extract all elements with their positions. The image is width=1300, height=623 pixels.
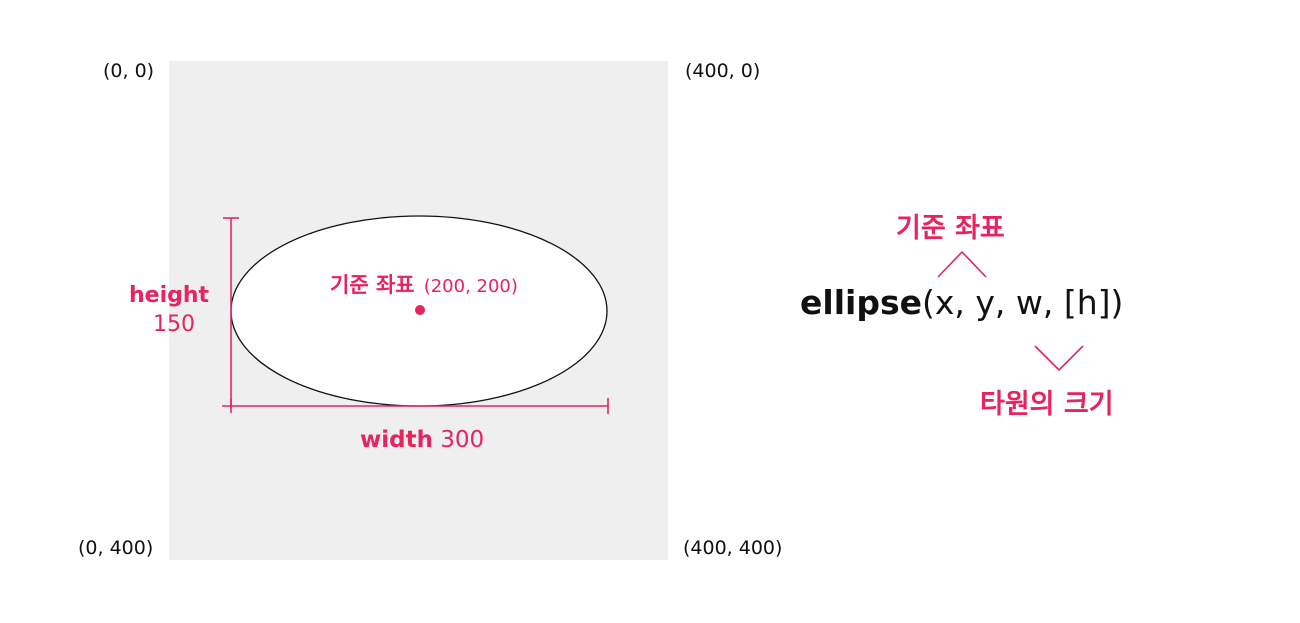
width-dimension-line [222,398,609,414]
function-args: (x, y, w, [h]) [921,283,1124,322]
chevron-down-icon [1034,345,1084,372]
corner-label-top-left: (0, 0) [103,60,155,82]
width-word: width [360,427,433,453]
reference-coordinate-note: 기준 좌표 [896,213,1005,244]
width-label: width 300 [360,427,484,453]
height-value: 150 [153,312,195,337]
height-label: height [129,283,210,308]
center-coords: (200, 200) [423,276,518,297]
corner-label-bottom-right: (400, 400) [683,537,783,559]
center-label: 기준 좌표 (200, 200) [330,269,518,299]
ellipse-size-note: 타원의 크기 [980,389,1114,420]
function-name: ellipse [800,283,922,322]
width-value: 300 [440,427,485,453]
center-point [415,305,425,315]
function-signature: ellipse(x, y, w, [h]) [800,283,1123,322]
center-label-text: 기준 좌표 [330,273,415,297]
chevron-up-icon [937,250,987,278]
corner-label-bottom-left: (0, 400) [78,537,154,559]
height-dimension-line [223,217,239,408]
corner-label-top-right: (400, 0) [685,60,761,82]
